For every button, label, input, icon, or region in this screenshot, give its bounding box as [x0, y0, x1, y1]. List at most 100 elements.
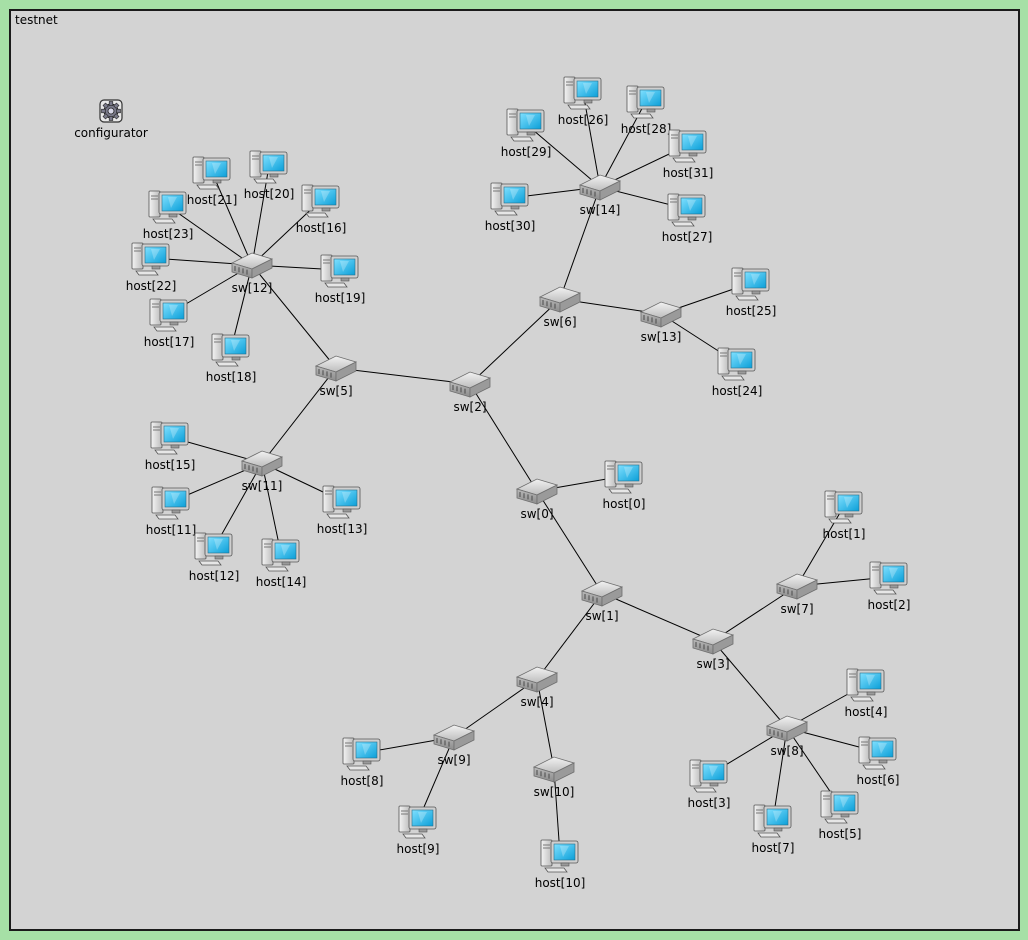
switch-label: sw[3]	[696, 657, 729, 671]
host-label: host[24]	[712, 384, 763, 398]
host-icon[interactable]: host[22]	[126, 242, 177, 293]
host-icon[interactable]: host[4]	[845, 668, 888, 719]
link-sw3-sw8	[712, 640, 788, 729]
switch-label: sw[4]	[520, 695, 553, 709]
host-label: host[23]	[143, 227, 194, 241]
link-sw7-host1	[796, 505, 845, 587]
link-sw5-sw12	[251, 264, 337, 369]
host-label: host[9]	[397, 842, 440, 856]
host-icon[interactable]: host[20]	[244, 150, 295, 201]
network-title: testnet	[15, 13, 58, 27]
switch-icon[interactable]: sw[3]	[691, 628, 735, 671]
host-icon[interactable]: host[14]	[256, 538, 307, 589]
switch-label: sw[11]	[242, 479, 283, 493]
switch-icon[interactable]: sw[10]	[532, 756, 576, 799]
host-label: host[25]	[726, 304, 777, 318]
host-label: host[12]	[189, 569, 240, 583]
host-icon[interactable]: host[27]	[662, 193, 713, 244]
link-sw12-host21	[211, 171, 253, 266]
host-label: host[8]	[341, 774, 384, 788]
host-icon[interactable]: host[21]	[187, 156, 238, 207]
link-sw1-sw3	[601, 592, 714, 642]
link-sw11-host14	[261, 462, 282, 555]
host-icon[interactable]: host[23]	[143, 190, 194, 241]
switch-icon[interactable]: sw[14]	[578, 174, 622, 217]
host-label: host[30]	[485, 219, 536, 233]
host-label: host[29]	[501, 145, 552, 159]
switch-label: sw[10]	[534, 785, 575, 799]
host-label: host[2]	[868, 598, 911, 612]
link-sw4-sw9	[453, 678, 538, 738]
switch-label: sw[12]	[232, 281, 273, 295]
link-sw0-sw1	[536, 490, 603, 594]
host-label: host[27]	[662, 230, 713, 244]
switch-icon[interactable]: sw[9]	[432, 724, 476, 767]
host-icon[interactable]: host[28]	[621, 85, 672, 136]
network-canvas: testnet configurator sw[0] sw[1] sw[2] sw[3]…	[9, 9, 1020, 931]
switch-icon[interactable]: sw[7]	[775, 573, 819, 616]
host-icon[interactable]: host[6]	[857, 736, 900, 787]
switch-label: sw[13]	[641, 330, 682, 344]
host-icon[interactable]: host[5]	[819, 790, 862, 841]
switch-icon[interactable]: sw[0]	[515, 478, 559, 521]
link-sw12-host23	[167, 205, 253, 266]
host-label: host[19]	[315, 291, 366, 305]
host-label: host[21]	[187, 193, 238, 207]
host-icon[interactable]: host[9]	[397, 805, 440, 856]
switch-label: sw[8]	[770, 744, 803, 758]
switch-label: sw[14]	[580, 203, 621, 217]
config-label: configurator	[74, 126, 148, 140]
host-icon[interactable]: host[3]	[688, 759, 731, 810]
switch-label: sw[0]	[520, 507, 553, 521]
host-label: host[5]	[819, 827, 862, 841]
host-icon[interactable]: host[0]	[603, 460, 646, 511]
host-icon[interactable]: host[31]	[663, 129, 714, 180]
link-sw1-sw4	[536, 592, 603, 680]
host-icon[interactable]: host[26]	[558, 76, 609, 127]
switch-icon[interactable]: sw[6]	[538, 286, 582, 329]
host-label: host[26]	[558, 113, 609, 127]
host-label: host[0]	[603, 497, 646, 511]
host-icon[interactable]: host[11]	[146, 486, 197, 537]
switch-label: sw[9]	[437, 753, 470, 767]
host-label: host[13]	[317, 522, 368, 536]
link-sw6-sw14	[559, 186, 601, 300]
configurator-icon[interactable]: configurator	[74, 99, 148, 140]
switch-label: sw[1]	[585, 609, 618, 623]
switch-icon[interactable]: sw[2]	[448, 371, 492, 414]
switch-icon[interactable]: sw[13]	[639, 301, 683, 344]
host-icon[interactable]: host[12]	[189, 532, 240, 583]
host-icon[interactable]: host[13]	[317, 485, 368, 536]
host-label: host[10]	[535, 876, 586, 890]
switch-icon[interactable]: sw[4]	[515, 666, 559, 709]
host-icon[interactable]: host[30]	[485, 182, 536, 233]
link-sw8-host7	[772, 727, 788, 821]
host-icon[interactable]: host[25]	[726, 267, 777, 318]
host-icon[interactable]: host[8]	[341, 737, 384, 788]
host-icon[interactable]: host[18]	[206, 333, 257, 384]
host-icon[interactable]: host[10]	[535, 839, 586, 890]
switch-icon[interactable]: sw[11]	[240, 450, 284, 493]
host-label: host[16]	[296, 221, 347, 235]
switch-icon[interactable]: sw[1]	[580, 580, 624, 623]
link-sw2-sw6	[469, 298, 561, 385]
host-icon[interactable]: host[2]	[868, 561, 911, 612]
host-icon[interactable]: host[7]	[752, 804, 795, 855]
host-label: host[17]	[144, 335, 195, 349]
host-label: host[18]	[206, 370, 257, 384]
switch-icon[interactable]: sw[5]	[314, 355, 358, 398]
switch-icon[interactable]: sw[12]	[230, 252, 274, 295]
host-icon[interactable]: host[19]	[315, 254, 366, 305]
link-sw2-sw5	[335, 367, 471, 385]
host-icon[interactable]: host[17]	[144, 298, 195, 349]
host-icon[interactable]: host[29]	[501, 108, 552, 159]
host-label: host[28]	[621, 122, 672, 136]
host-label: host[14]	[256, 575, 307, 589]
host-label: host[6]	[857, 773, 900, 787]
switch-icon[interactable]: sw[8]	[765, 715, 809, 758]
host-icon[interactable]: host[16]	[296, 184, 347, 235]
host-icon[interactable]: host[15]	[145, 421, 196, 472]
host-icon[interactable]: host[24]	[712, 347, 763, 398]
host-icon[interactable]: host[1]	[823, 490, 866, 541]
host-label: host[7]	[752, 841, 795, 855]
